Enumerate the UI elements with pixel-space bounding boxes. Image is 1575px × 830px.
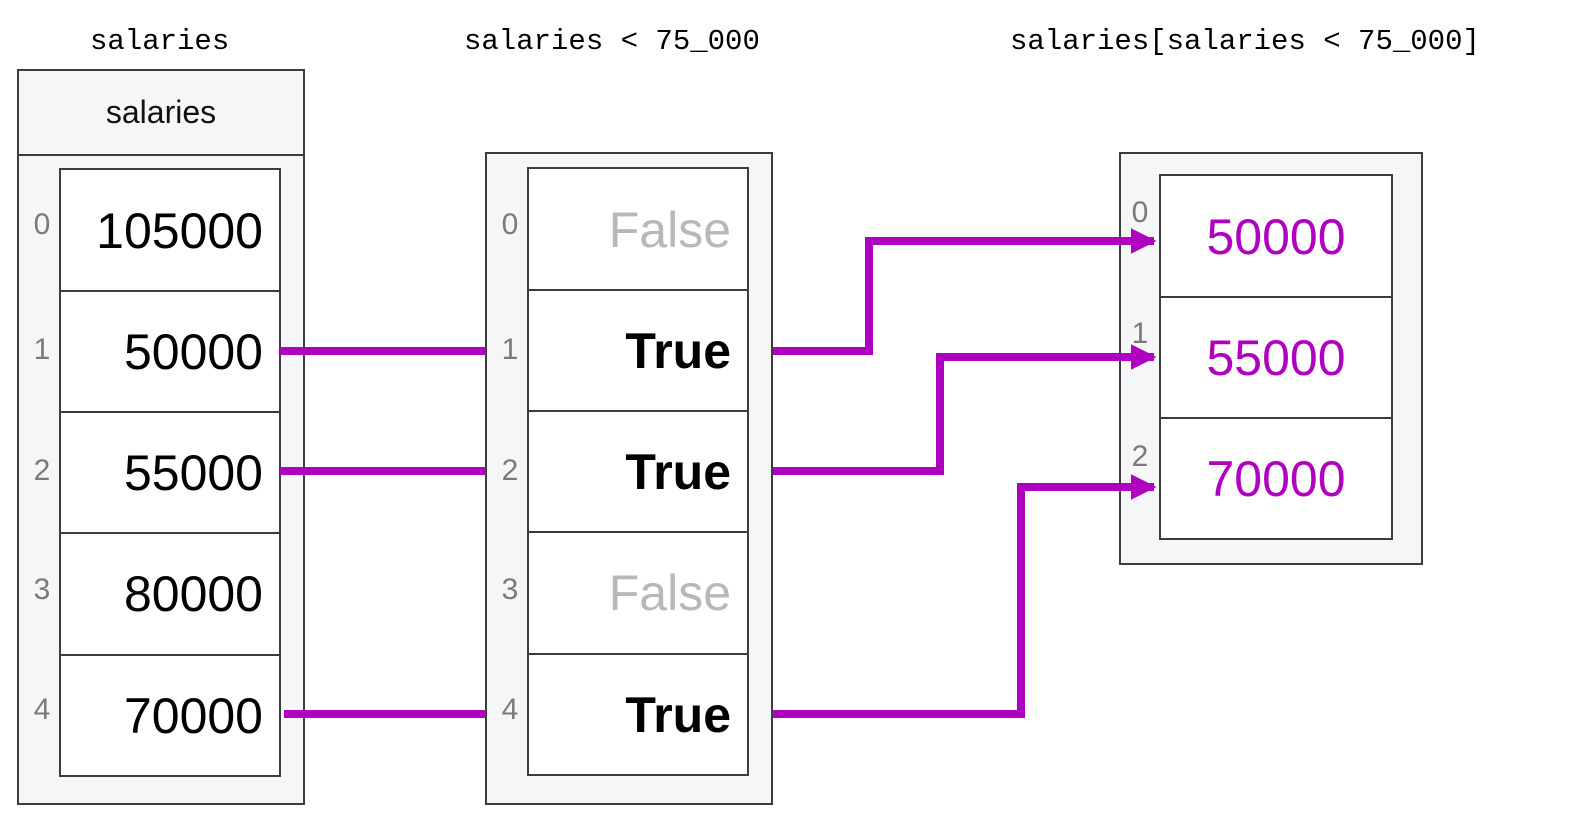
- salaries-value-0: 105000: [96, 202, 263, 259]
- mask-index-1: 1: [501, 333, 519, 366]
- mask-caption: salaries < 75_000: [464, 25, 760, 58]
- mask-index-2: 2: [501, 454, 519, 487]
- result-index-2: 2: [1131, 440, 1149, 473]
- mask-value-4: True: [625, 686, 731, 743]
- salaries-index-1: 1: [33, 333, 51, 366]
- salaries-cell-3: 80000: [61, 532, 279, 654]
- mask-cell-4: True: [529, 653, 747, 774]
- connector-mask-4-to-result-2: [773, 474, 1157, 718]
- mask-value-1: True: [625, 323, 731, 379]
- mask-value-3: False: [608, 565, 731, 621]
- result-cell-1: 55000: [1161, 296, 1391, 418]
- result-index-0: 0: [1131, 196, 1149, 229]
- salaries-cell-4: 70000: [61, 654, 279, 775]
- result-value-0: 50000: [1206, 208, 1346, 265]
- salaries-series-panel: salaries 0 1 2 3 4 105000 50000 55000 80…: [17, 69, 305, 805]
- mask-cell-2: True: [529, 410, 747, 532]
- salaries-series-header: salaries: [19, 71, 303, 156]
- result-index-1: 1: [1131, 317, 1149, 350]
- mask-cells: False True True False True: [527, 167, 749, 776]
- mask-value-2: True: [625, 444, 731, 500]
- salaries-cell-2: 55000: [61, 411, 279, 533]
- mask-cell-3: False: [529, 531, 747, 653]
- result-caption: salaries[salaries < 75_000]: [1010, 25, 1480, 58]
- mask-index-0: 0: [501, 208, 519, 241]
- salaries-value-2: 55000: [123, 445, 263, 501]
- salaries-index-0: 0: [33, 208, 51, 241]
- mask-cell-1: True: [529, 289, 747, 411]
- result-value-1: 55000: [1206, 330, 1346, 386]
- mask-index-4: 4: [501, 693, 519, 726]
- connector-mask-2-to-result-1: [773, 344, 1157, 475]
- mask-series-panel: 0 1 2 3 4 False True True False True: [485, 152, 773, 805]
- result-cell-2: 70000: [1161, 417, 1391, 538]
- mask-cell-0: False: [529, 169, 747, 290]
- salaries-value-3: 80000: [123, 566, 263, 622]
- result-series-panel: 0 1 2 50000 55000 70000: [1119, 152, 1423, 565]
- result-cells: 50000 55000 70000: [1159, 174, 1393, 540]
- salaries-cell-0: 105000: [61, 170, 279, 291]
- salaries-index-3: 3: [33, 573, 51, 606]
- connector-mask-1-to-result-0: [773, 228, 1157, 355]
- salaries-cell-1: 50000: [61, 290, 279, 412]
- salaries-caption: salaries: [90, 25, 230, 58]
- result-value-2: 70000: [1206, 450, 1346, 507]
- salaries-value-1: 50000: [123, 324, 263, 380]
- salaries-cells: 105000 50000 55000 80000 70000: [59, 168, 281, 777]
- mask-index-3: 3: [501, 573, 519, 606]
- salaries-index-4: 4: [33, 693, 51, 726]
- salaries-index-2: 2: [33, 454, 51, 487]
- salaries-value-4: 70000: [123, 687, 263, 744]
- result-cell-0: 50000: [1161, 176, 1391, 297]
- mask-value-0: False: [608, 201, 731, 258]
